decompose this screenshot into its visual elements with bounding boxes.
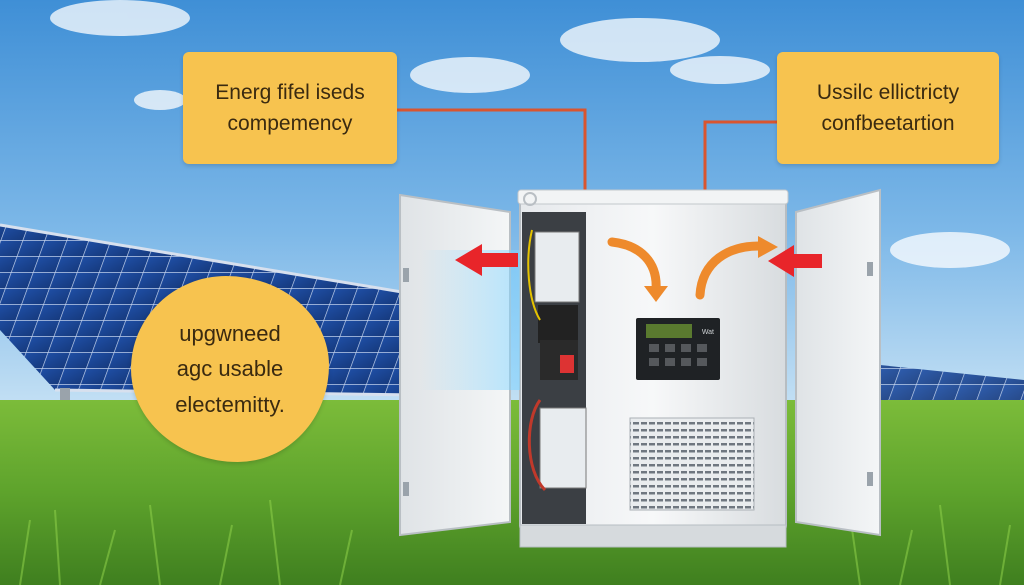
callout-bubble: upgwneed agc usable electemitty. <box>131 276 329 462</box>
controller-brand-label: Wat <box>702 329 714 336</box>
connector-line-left <box>397 108 587 195</box>
callout-top-left-text: Energ fifel iseds compemency <box>215 80 365 136</box>
callout-top-right: Ussilc ellictricty confbeetartion <box>777 52 999 164</box>
arrow-head-icon <box>758 236 778 258</box>
cabinet-door-right <box>795 188 881 537</box>
ventilation-grille-icon <box>629 417 755 511</box>
airflow-arrow-icon <box>607 237 767 300</box>
airflow-haze <box>420 250 520 390</box>
arrow-head-icon <box>644 286 668 302</box>
controller-panel <box>636 318 720 380</box>
clouds <box>50 0 1010 268</box>
connector-line-right <box>703 120 777 200</box>
grass-blades <box>19 499 1011 585</box>
red-arrow-right-icon <box>768 245 822 277</box>
callout-top-left: Energ fifel iseds compemency <box>183 52 397 164</box>
callout-bubble-text: upgwneed agc usable electemitty. <box>175 321 285 417</box>
callout-top-right-text: Ussilc ellictricty confbeetartion <box>816 80 960 136</box>
red-arrow-left-icon <box>455 244 518 276</box>
